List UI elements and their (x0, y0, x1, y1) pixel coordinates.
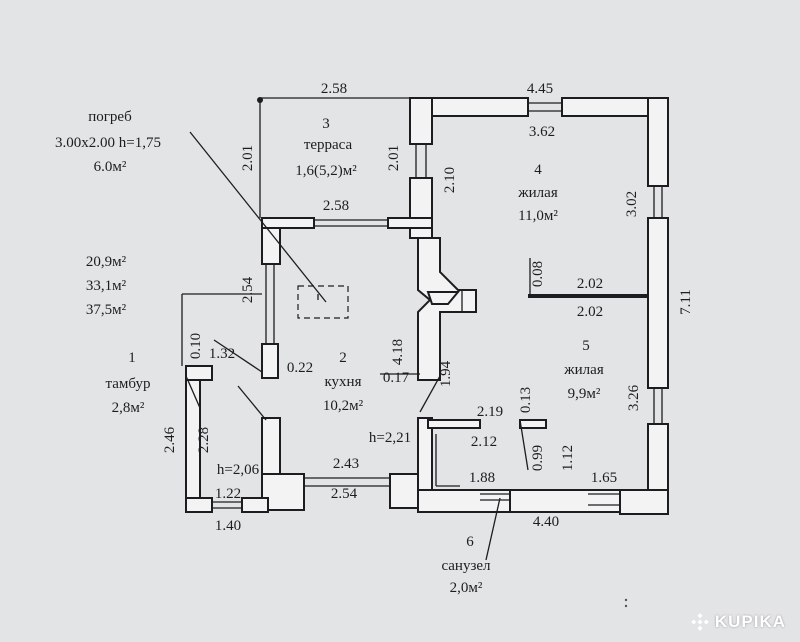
room-6-area: 2,0м² (450, 580, 483, 596)
room-2-area: 10,2м² (323, 398, 364, 414)
dim-label: 1.32 (209, 346, 235, 362)
room-5-number: 5 (582, 338, 590, 354)
dim-label: 2.43 (333, 456, 359, 472)
walls (185, 97, 669, 515)
cellar-area: 6.0м² (94, 159, 127, 175)
dim-label: 2.01 (386, 145, 402, 171)
vestibule-height: h=2,06 (217, 462, 260, 478)
dim-label: 2.54 (331, 486, 358, 502)
dim-label: 0.13 (518, 387, 534, 413)
total-area-2: 33,1м² (86, 278, 127, 294)
kupika-logo-icon (690, 613, 709, 631)
total-area-1: 20,9м² (86, 254, 127, 270)
dim-label: 2.58 (323, 198, 349, 214)
dim-label: 2.58 (321, 81, 347, 97)
dimension-labels-vertical: 2.01 2.01 2.10 3.02 2.54 0.08 7.11 0.10 … (162, 145, 694, 471)
room-6-number: 6 (466, 534, 474, 550)
dim-label: 1.65 (591, 470, 617, 486)
dim-label: 2.19 (477, 404, 503, 420)
dim-label: 2.02 (577, 304, 603, 320)
dim-label: 2.02 (577, 276, 603, 292)
dim-label: 0.99 (530, 445, 546, 471)
total-area-3: 37,5м² (86, 302, 127, 318)
cellar-name: погреб (88, 109, 132, 125)
room-1-number: 1 (128, 350, 136, 366)
room-5-name: жилая (563, 362, 604, 378)
dim-label: 2.54 (240, 276, 256, 303)
dim-label: 0.17 (383, 370, 410, 386)
dim-label: 3.02 (624, 191, 640, 217)
room-4-number: 4 (534, 162, 542, 178)
dim-label: 1.88 (469, 470, 495, 486)
dim-label: 1.40 (215, 518, 241, 534)
room-2-number: 2 (339, 350, 347, 366)
dim-label: 7.11 (678, 289, 694, 315)
dim-label: 1.12 (560, 445, 576, 471)
dim-label: 2.01 (240, 145, 256, 171)
dim-label: 3.62 (529, 124, 555, 140)
dim-label: 4.40 (533, 514, 559, 530)
dim-label: 2.46 (162, 426, 178, 453)
room-labels: 3 терраса 1,6(5,2)м² 4 жилая 11,0м² 2 ку… (55, 109, 604, 596)
cellar-size: 3.00x2.00 h=1,75 (55, 135, 161, 151)
dim-label: 1.94 (438, 360, 454, 387)
dimension-labels-horizontal: 2.58 4.45 3.62 2.58 2.02 2.02 1.32 0.22 … (209, 81, 617, 534)
room-6-name: санузел (441, 558, 491, 574)
room-1-name: тамбур (106, 376, 151, 392)
room-4-area: 11,0м² (518, 208, 558, 224)
dim-label: 0.22 (287, 360, 313, 376)
dim-label: 0.10 (188, 333, 204, 359)
room-5-area: 9,9м² (568, 386, 601, 402)
dim-label: 2.10 (442, 167, 458, 193)
dim-label: 3.26 (626, 384, 642, 411)
room-3-area: 1,6(5,2)м² (295, 163, 357, 179)
room-4-name: жилая (517, 185, 558, 201)
dim-label: 2.28 (196, 427, 212, 453)
plan-lines (181, 97, 628, 608)
dim-label: 4.18 (390, 339, 406, 365)
dim-label: 4.45 (527, 81, 553, 97)
dim-label: 0.08 (530, 261, 546, 287)
room-2-name: кухня (324, 374, 361, 390)
room-3-name: терраса (304, 137, 353, 153)
kupika-watermark: KUPIKA (690, 612, 786, 632)
dim-label: 1.22 (215, 486, 241, 502)
kitchen-height: h=2,21 (369, 430, 411, 446)
room-3-number: 3 (322, 116, 330, 132)
watermark-text: KUPIKA (714, 612, 786, 631)
dim-label: 2.12 (471, 434, 497, 450)
room-1-area: 2,8м² (112, 400, 145, 416)
